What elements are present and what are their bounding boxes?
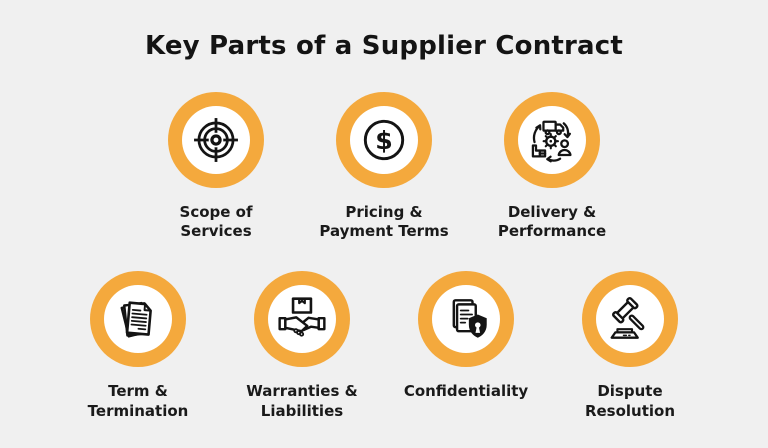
icon-disc (596, 285, 664, 354)
item-label: Pricing & Payment Terms (319, 203, 449, 241)
icon-badge: $ (336, 92, 432, 188)
item-label: Scope of Services (179, 203, 253, 241)
item-dispute-resolution: Dispute Resolution (548, 271, 712, 420)
item-term-termination: Term & Termination (56, 271, 220, 420)
document-shield-lock-icon (452, 299, 487, 339)
documents-stack-icon (120, 301, 152, 338)
icon-disc (432, 285, 500, 354)
icon-badge (582, 271, 678, 368)
item-confidentiality: Confidentiality (384, 271, 548, 420)
target-icon (194, 118, 238, 162)
row-top: Scope of Services $ Pricing & Payment Te… (0, 92, 768, 241)
supply-cycle-icon (531, 120, 572, 163)
item-label: Confidentiality (403, 382, 529, 401)
item-label: Dispute Resolution (584, 382, 676, 420)
item-delivery-performance: Delivery & Performance (468, 92, 636, 241)
icon-badge (168, 92, 264, 188)
item-warranties-liabilities: Warranties & Liabilities (220, 271, 384, 420)
dollar-coin-icon: $ (363, 119, 405, 161)
icon-badge (418, 271, 514, 368)
item-scope-of-services: Scope of Services (132, 92, 300, 241)
dollar-glyph: $ (375, 126, 393, 155)
icon-badge (504, 92, 600, 188)
icon-badge (90, 271, 186, 368)
icon-disc (518, 106, 586, 174)
item-label: Term & Termination (87, 382, 189, 420)
item-pricing-payment: $ Pricing & Payment Terms (300, 92, 468, 241)
icon-disc: $ (350, 106, 418, 174)
icon-disc (182, 106, 250, 174)
icon-disc (268, 285, 336, 354)
handshake-package-icon (278, 297, 326, 338)
row-bottom: Term & Termination (0, 271, 768, 420)
icon-disc (104, 285, 172, 354)
item-label: Warranties & Liabilities (246, 382, 358, 420)
icon-badge (254, 271, 350, 368)
item-label: Delivery & Performance (497, 203, 607, 241)
page-title: Key Parts of a Supplier Contract (144, 31, 624, 61)
gavel-icon (610, 297, 645, 340)
